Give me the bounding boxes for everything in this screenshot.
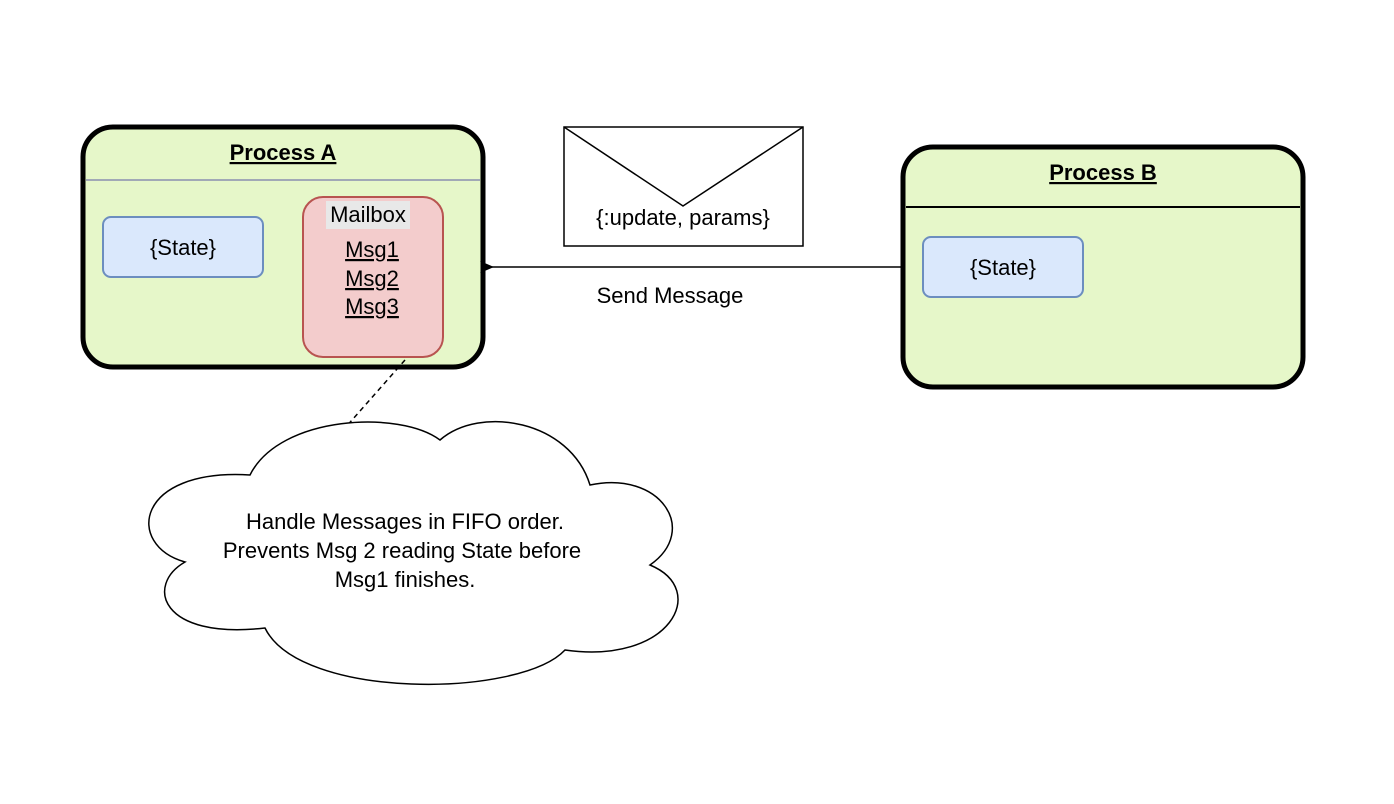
mailbox-title: Mailbox — [330, 202, 406, 227]
process-b-state-label: {State} — [970, 255, 1036, 280]
send-message-label: Send Message — [597, 283, 744, 308]
envelope-box[interactable] — [563, 126, 804, 247]
cloud-shape[interactable] — [148, 420, 679, 686]
envelope-label: {:update, params} — [596, 205, 770, 230]
process-a[interactable]: Process A {State} Mailbox Msg1 Msg2 Msg3 — [80, 124, 486, 370]
process-a-title: Process A — [230, 140, 337, 165]
note-connector — [344, 359, 406, 429]
process-b-state-box[interactable] — [922, 236, 1084, 298]
process-a-state-label: {State} — [150, 235, 216, 260]
fifo-note-cloud[interactable]: Handle Messages in FIFO order. Prevents … — [148, 420, 679, 686]
cloud-text-line: Msg1 finishes. — [335, 567, 476, 592]
process-a-state-box[interactable] — [102, 216, 264, 278]
envelope[interactable]: {:update, params} — [563, 126, 804, 247]
cloud-text-line: Handle Messages in FIFO order. — [246, 509, 564, 534]
envelope-flap — [563, 126, 804, 207]
mailbox-title-bg — [326, 201, 410, 229]
mailbox-message: Msg3 — [345, 294, 399, 319]
cloud-text-line: Prevents Msg 2 reading State before — [223, 538, 581, 563]
process-b[interactable]: Process B {State} — [900, 144, 1306, 390]
process-b-title: Process B — [1049, 160, 1157, 185]
mailbox-box[interactable] — [302, 196, 444, 358]
mailbox-message: Msg2 — [345, 266, 399, 291]
mailbox-message: Msg1 — [345, 237, 399, 262]
